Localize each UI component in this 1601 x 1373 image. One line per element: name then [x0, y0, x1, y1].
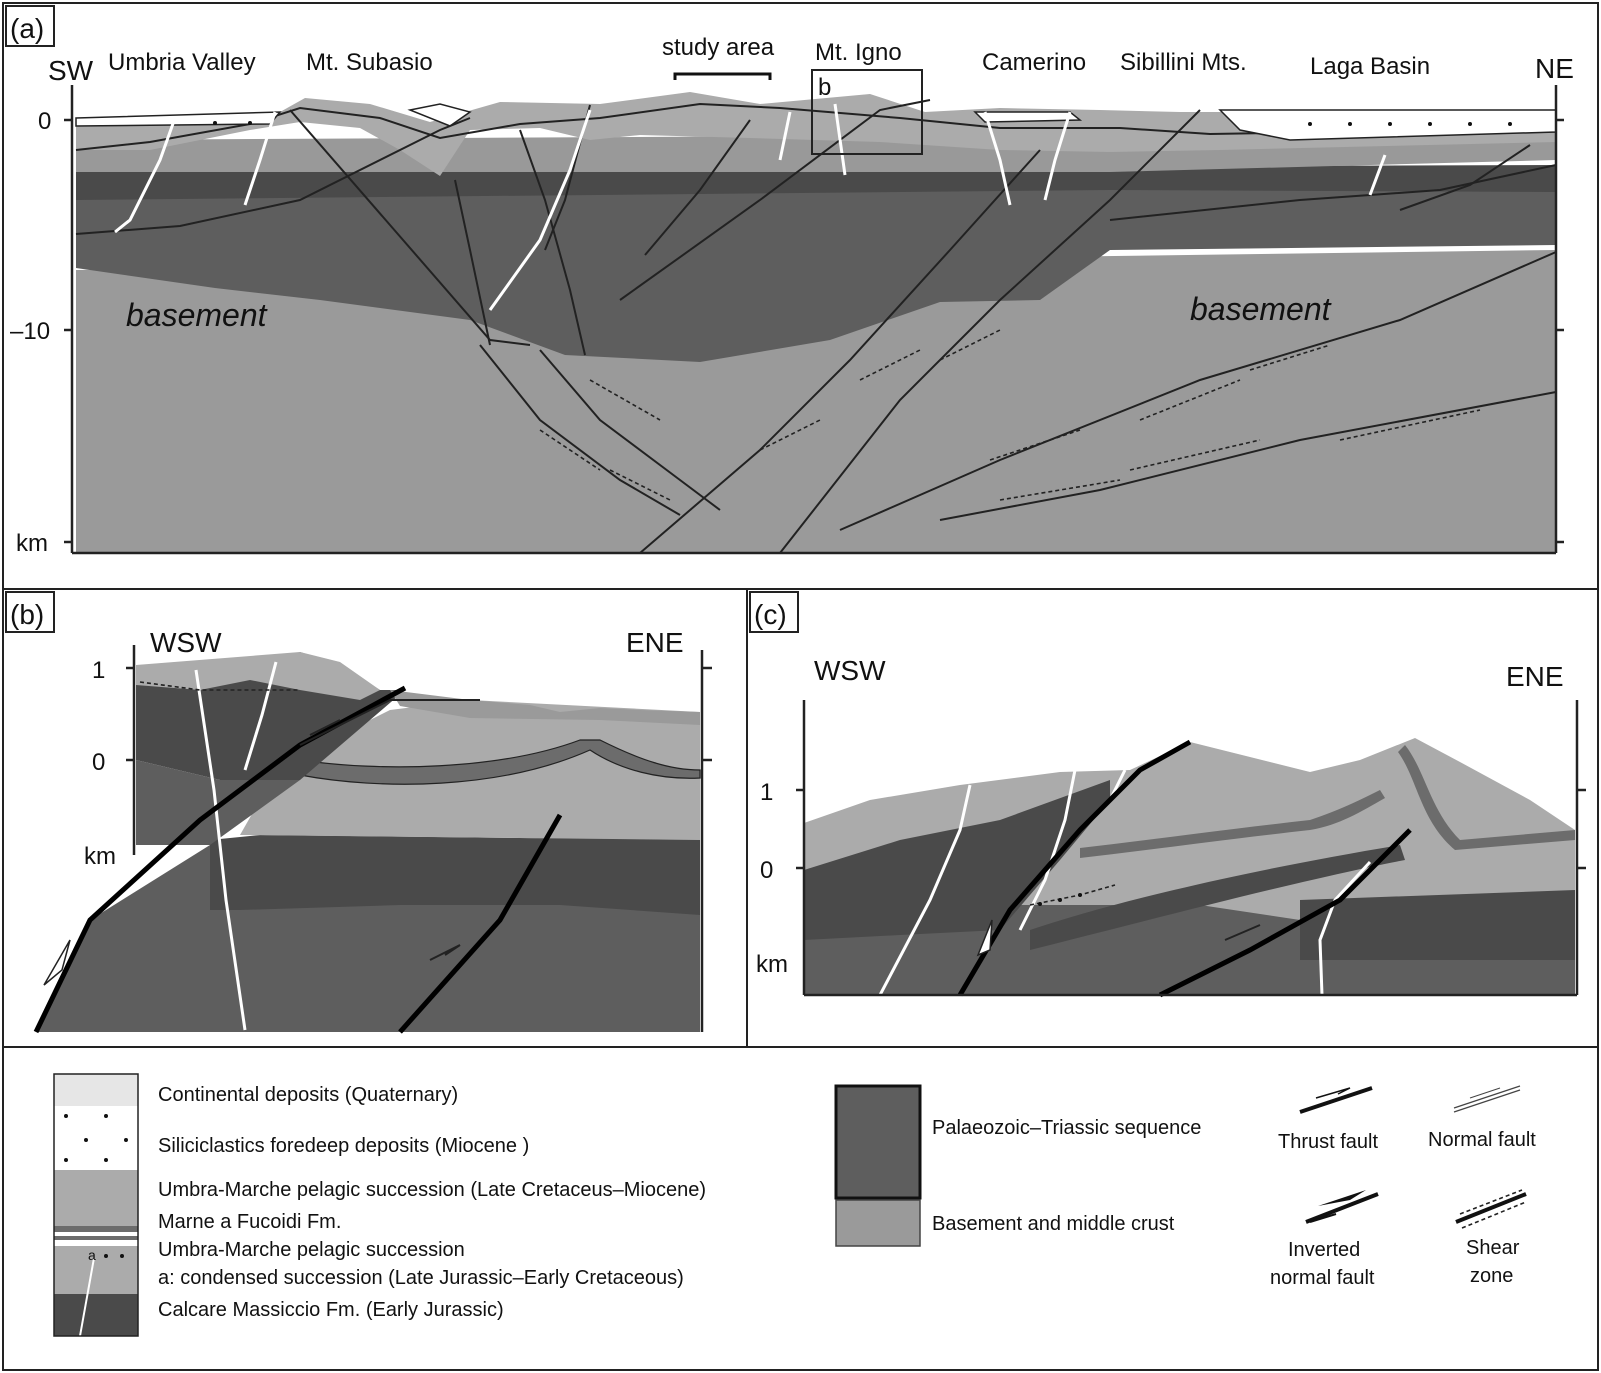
- panel-b-thrust-lower: [398, 813, 563, 1034]
- place-mt-igno: Mt. Igno: [815, 39, 902, 66]
- panel-b-condensed: [139, 681, 300, 691]
- legend-unit-foredeep: Siliciclastics foredeep deposits (Miocen…: [158, 1135, 529, 1157]
- panel-c-condensed-dots: [1038, 893, 1082, 906]
- panel-a-foredeep-dots: [213, 121, 1512, 126]
- study-area-bracket: [673, 72, 772, 80]
- panel-c-axes: [796, 700, 1586, 997]
- panel-b-calcare-lower: [210, 835, 700, 915]
- panel-a-pelagic-upper: [76, 92, 1556, 176]
- legend-unit-pelagic-upper: Umbra-Marche pelagic succession (Late Cr…: [158, 1179, 706, 1201]
- panel-a-shear-zones: [539, 329, 1481, 501]
- panel-b-top-surface: [390, 690, 700, 725]
- panel-b-normal-fault-1: [194, 669, 247, 1031]
- legend-normal-symbol: [1453, 1085, 1521, 1113]
- panel-a-inset-box: [811, 69, 923, 155]
- legend-shear-2: zone: [1470, 1265, 1513, 1287]
- panel-b-thrust-main: [33, 685, 407, 1034]
- panel-c-anticline-marne: [1398, 745, 1575, 850]
- panel-c-tick-0: 0: [760, 857, 773, 884]
- panel-a-tick-10: –10: [10, 318, 50, 345]
- legend-strat-column: a: [53, 1073, 139, 1337]
- panel-c-dir-left: WSW: [814, 655, 886, 686]
- place-mt-subasio: Mt. Subasio: [306, 49, 433, 76]
- panel-c-arrow-2: [1224, 924, 1261, 941]
- panel-a: (a): [5, 5, 1574, 557]
- panel-b-dir-right: ENE: [626, 627, 684, 658]
- panel-a-dir-left: SW: [48, 55, 94, 86]
- panel-a-tag: (a): [10, 13, 44, 44]
- panel-b-tick-0: 0: [92, 749, 105, 776]
- panel-b-normal-fault-2: [243, 661, 278, 771]
- panel-c-dir-right: ENE: [1506, 661, 1564, 692]
- legend-unit-marne: Marne a Fucoidi Fm.: [158, 1211, 341, 1233]
- legend-unit-basement: Basement and middle crust: [932, 1213, 1175, 1235]
- panel-c-normal-fault-4: [1318, 860, 1372, 996]
- panel-b-tag: (b): [10, 599, 44, 630]
- legend-normal-fault: Normal fault: [1428, 1129, 1536, 1151]
- legend-shear-symbol: [1455, 1189, 1527, 1229]
- panel-b-tick-1: 1: [92, 657, 105, 684]
- panel-c-footwall-lower: [1300, 890, 1575, 960]
- panel-a-continental-camerino: [973, 111, 1083, 123]
- panel-b-thrust-arrow-2: [429, 944, 461, 961]
- panel-a-normal-faults: [114, 103, 1387, 311]
- panel-c-thrust-main: [957, 739, 1192, 997]
- legend-swatch-palaeozoic: [834, 1084, 922, 1200]
- place-camerino: Camerino: [982, 49, 1086, 76]
- place-laga-basin: Laga Basin: [1310, 53, 1430, 80]
- panel-c-normal-fault-1: [878, 784, 972, 996]
- legend-inverted-2: normal fault: [1270, 1267, 1375, 1289]
- legend-swatch-basement: [835, 1199, 921, 1247]
- panel-a-palaeozoic: [76, 172, 1556, 362]
- legend-inverted-1: Inverted: [1288, 1239, 1360, 1261]
- legend-unit-condensed: a: condensed succession (Late Jurassic–E…: [158, 1267, 684, 1289]
- panel-b-marne: [299, 739, 701, 785]
- panel-c-calcare-wedge: [804, 780, 1110, 940]
- panel-a-tick-km: km: [16, 530, 48, 557]
- legend-thrust-symbol: [1299, 1086, 1373, 1114]
- panel-a-basement: [76, 250, 1556, 553]
- panel-b-minor-thrust: [299, 699, 480, 746]
- panel-a-inset-label: b: [818, 74, 831, 101]
- panel-c-hw-calcare: [1030, 845, 1405, 950]
- legend-unit-pelagic-lower: Umbra-Marche pelagic succession: [158, 1239, 465, 1261]
- panel-a-foredeep: [1218, 109, 1557, 141]
- panel-a-dir-right: NE: [1535, 53, 1574, 84]
- panel-a-calcare-band: [76, 165, 1556, 200]
- panel-b-tick-km: km: [84, 843, 116, 870]
- panel-b-dir-left: WSW: [150, 627, 222, 658]
- panel-a-tick-0: 0: [38, 108, 51, 135]
- panel-b: (b) 1 0 km WSW: [5, 591, 712, 1034]
- legend-shear-1: Shear: [1466, 1237, 1520, 1259]
- panel-c: (c) 1 0 km WSW ENE: [749, 591, 1586, 998]
- panel-c-arrow-1: [976, 919, 993, 957]
- panel-c-marne-fold: [1080, 790, 1385, 858]
- legend-inverted-symbol: [1305, 1190, 1379, 1224]
- legend: a Continental deposits (Quaternary) Sili…: [53, 1073, 1536, 1337]
- legend-unit-palaeozoic: Palaeozoic–Triassic sequence: [932, 1117, 1201, 1139]
- panel-c-thrust-lower: [1158, 828, 1412, 998]
- place-sibillini: Sibillini Mts.: [1120, 49, 1247, 76]
- panel-b-lower-block: [136, 760, 300, 845]
- legend-thrust-fault: Thrust fault: [1278, 1131, 1378, 1153]
- panel-a-continental-mid: [407, 103, 472, 127]
- basement-label-left: basement: [126, 297, 268, 333]
- panel-c-tag: (c): [754, 599, 787, 630]
- panel-b-thrust-arrow-1: [43, 939, 71, 986]
- panel-b-pelagic-cap: [136, 652, 380, 700]
- panel-c-tick-km: km: [756, 951, 788, 978]
- panel-a-axes: [64, 85, 1564, 555]
- panel-c-tick-1: 1: [760, 779, 773, 806]
- panel-b-axes: [126, 645, 712, 1032]
- basement-label-right: basement: [1190, 291, 1332, 327]
- legend-unit-continental: Continental deposits (Quaternary): [158, 1084, 458, 1106]
- legend-swatch-marker: a: [88, 1247, 96, 1263]
- place-umbria-valley: Umbria Valley: [108, 49, 256, 76]
- legend-unit-calcare: Calcare Massiccio Fm. (Early Jurassic): [158, 1299, 504, 1321]
- panel-b-thrust-arrow-3: [309, 719, 341, 736]
- place-study-area: study area: [662, 34, 775, 61]
